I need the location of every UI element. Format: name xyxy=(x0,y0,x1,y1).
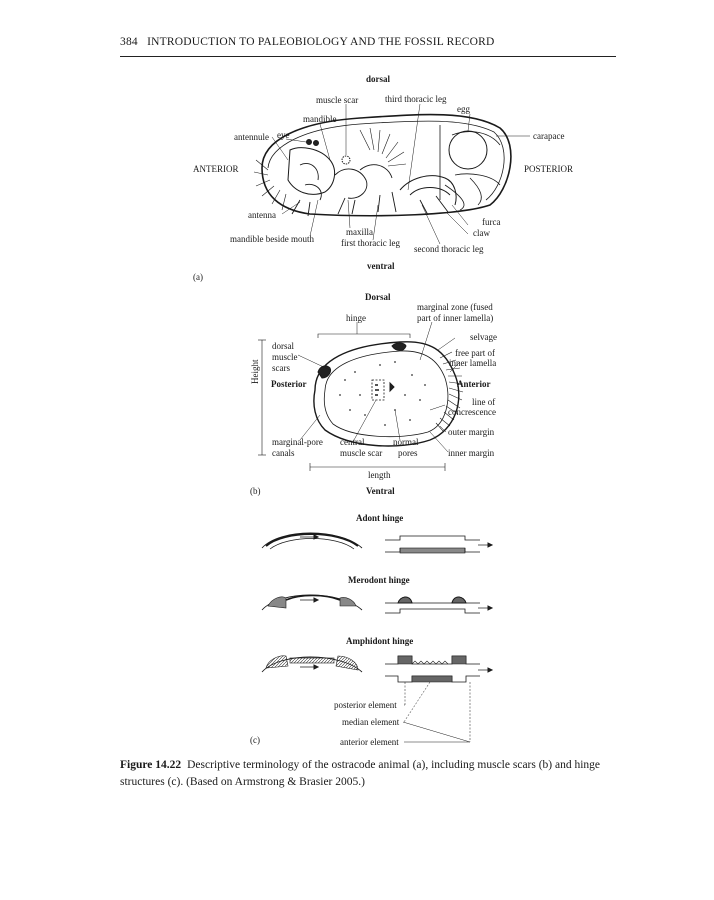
label-maxilla: maxilla xyxy=(346,227,373,237)
label-antennule: antennule xyxy=(234,132,269,142)
label-inner-margin: inner margin xyxy=(448,448,494,458)
label-dorsal-muscle-1: dorsal xyxy=(272,341,294,351)
label-line-of-concrescence-2: concrescence xyxy=(448,407,496,417)
label-ventral-b: Ventral xyxy=(366,486,395,496)
label-dorsal-a: dorsal xyxy=(366,74,390,84)
label-marginal-pore-2: canals xyxy=(272,448,295,458)
figure-number: Figure 14.22 xyxy=(120,759,181,771)
label-antenna: antenna xyxy=(248,210,276,220)
label-anterior-a: ANTERIOR xyxy=(193,164,239,174)
label-central-2: muscle scar xyxy=(340,448,382,458)
label-first-thoracic-leg: first thoracic leg xyxy=(341,238,400,248)
label-second-thoracic-leg: second thoracic leg xyxy=(414,244,483,254)
panel-label-b: (b) xyxy=(250,486,261,496)
label-posterior-b: Posterior xyxy=(271,379,306,389)
label-hinge: hinge xyxy=(346,313,366,323)
label-ventral-a: ventral xyxy=(367,261,395,271)
label-free-part-2: inner lamella xyxy=(449,358,496,368)
label-adont-hinge: Adont hinge xyxy=(356,513,403,523)
label-selvage: selvage xyxy=(470,332,497,342)
label-anterior-b: Anterior xyxy=(457,379,491,389)
label-height: Height xyxy=(250,360,260,385)
eye xyxy=(307,140,312,145)
label-dorsal-b: Dorsal xyxy=(365,292,391,302)
label-mandible-beside-mouth: mandible beside mouth xyxy=(230,234,314,244)
label-marginal-pore-1: marginal-pore xyxy=(272,437,323,447)
label-claw: claw xyxy=(473,228,490,238)
label-length: length xyxy=(368,470,391,480)
label-median-element: median element xyxy=(342,717,399,727)
label-marginal-zone-2: part of inner lamella) xyxy=(417,313,493,323)
label-dorsal-muscle-2: muscle xyxy=(272,352,298,362)
label-merodont-hinge: Merodont hinge xyxy=(348,575,410,585)
panel-label-a: (a) xyxy=(193,272,203,282)
label-posterior-element: posterior element xyxy=(334,700,397,710)
label-carapace: carapace xyxy=(533,131,564,141)
label-outer-margin: outer margin xyxy=(448,427,494,437)
label-free-part-1: free part of xyxy=(455,348,495,358)
muscle-scar xyxy=(342,156,350,164)
label-central-1: central xyxy=(340,437,364,447)
label-egg: egg xyxy=(457,104,470,114)
label-muscle-scar: muscle scar xyxy=(316,95,358,105)
label-furca: furca xyxy=(482,217,500,227)
caption-text: Descriptive terminology of the ostracode… xyxy=(120,759,600,788)
label-line-of-concrescence-1: line of xyxy=(472,397,495,407)
label-posterior-a: POSTERIOR xyxy=(524,164,573,174)
label-third-thoracic-leg: third thoracic leg xyxy=(385,94,446,104)
label-marginal-zone-1: marginal zone (fused xyxy=(417,302,493,312)
valve-outline xyxy=(314,342,459,446)
label-normal-2: pores xyxy=(398,448,418,458)
label-anterior-element: anterior element xyxy=(340,737,399,747)
label-normal-1: normal xyxy=(393,437,419,447)
label-eye: eye xyxy=(277,130,290,140)
label-amphidont-hinge: Amphidont hinge xyxy=(346,636,413,646)
panel-label-c: (c) xyxy=(250,735,260,745)
egg xyxy=(449,131,487,169)
label-dorsal-muscle-3: scars xyxy=(272,363,290,373)
label-mandible: mandible xyxy=(303,114,337,124)
